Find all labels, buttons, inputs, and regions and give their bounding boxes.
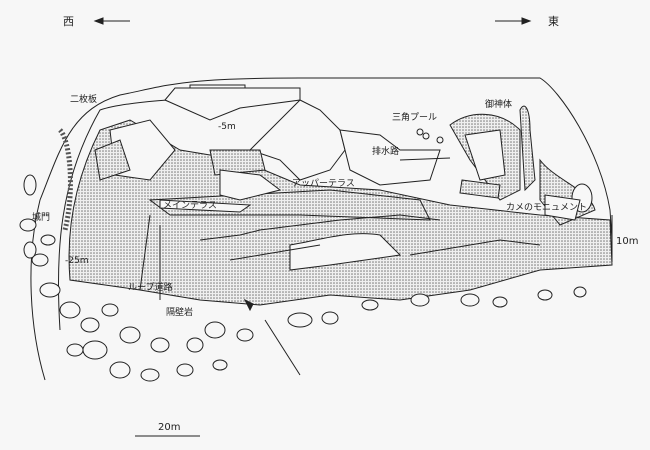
label-jomon: 城門 — [32, 213, 51, 223]
label-upper-terrace: アッパーテラス — [292, 179, 355, 189]
label-sankaku-pool: 三角プール — [392, 113, 438, 123]
label-kame-monument: カメのモニュメント — [506, 203, 588, 213]
label-goshintai: 御神体 — [485, 100, 513, 110]
west-label: 西 — [63, 15, 74, 28]
scale-label-horizontal: 20m — [158, 422, 181, 433]
east-label: 東 — [548, 15, 559, 28]
label-minus25: -25m — [65, 256, 89, 266]
boulders — [19, 174, 587, 382]
label-wall-rock: 隔壁岩 — [166, 308, 194, 318]
label-minus5: -5m — [218, 122, 236, 132]
label-main-terrace: メインテラス — [163, 201, 217, 211]
scale-label-vertical: 10m — [616, 236, 639, 247]
label-nimaiita: 二枚板 — [70, 95, 98, 105]
label-haisuiro: 排水路 — [372, 147, 400, 157]
label-loop-road: ループ道路 — [128, 283, 173, 293]
